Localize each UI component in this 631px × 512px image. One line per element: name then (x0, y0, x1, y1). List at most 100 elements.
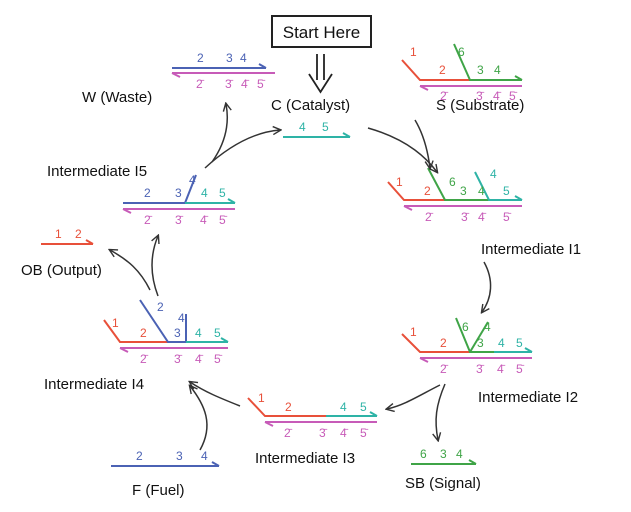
i3-comp-domain: 3̄ (319, 426, 328, 440)
species-output: 1 2 OB (Output) (21, 227, 102, 279)
i1-comp-domain: 5̄ (503, 210, 512, 224)
i5-domain: 5 (219, 186, 226, 200)
i2-domain: 3 (477, 336, 484, 350)
fuel-domain: 3 (176, 449, 183, 463)
output-label: OB (Output) (21, 262, 102, 279)
waste-label: W (Waste) (82, 89, 152, 106)
i5-comp-domain: 2̄ (144, 213, 153, 227)
substrate-comp-domain: 2̄ (440, 89, 449, 103)
i4-label: Intermediate I4 (44, 376, 144, 393)
start-double-arrow-icon (308, 54, 333, 94)
i1-domain: 6 (449, 175, 456, 189)
i2-comp-domain: 3̄ (476, 362, 485, 376)
i5-label: Intermediate I5 (47, 163, 147, 180)
i2-domain: 6 (462, 320, 469, 334)
i1-domain: 5 (503, 184, 510, 198)
species-intermediate-i1: 1 2 6 3 4 4 5 2̄ 3̄ 4̄ 5̄ Intermediate I… (387, 167, 581, 258)
i5-domain: 2 (144, 186, 151, 200)
waste-domain: 4 (240, 51, 247, 65)
waste-comp-domain: 5̄ (257, 77, 266, 91)
waste-comp-domain: 2̄ (196, 77, 205, 91)
i3-domain: 1 (258, 391, 265, 405)
i4-comp-domain: 3̄ (174, 352, 183, 366)
substrate-domain: 6 (458, 45, 465, 59)
i4-domain: 5 (214, 326, 221, 340)
i2-comp-domain: 5̄ (516, 362, 525, 376)
signal-label: SB (Signal) (405, 475, 481, 492)
i5-domain: 4 (201, 186, 208, 200)
i1-domain: 1 (396, 175, 403, 189)
signal-domain: 3 (440, 447, 447, 461)
start-here-box: Start Here (271, 15, 372, 48)
i4-domain: 4 (178, 311, 185, 325)
i1-comp-domain: 2̄ (425, 210, 434, 224)
i4-domain: 1 (112, 316, 119, 330)
substrate-label: S (Substrate) (436, 97, 524, 114)
i5-comp-domain: 3̄ (175, 213, 184, 227)
start-here-label: Start Here (283, 23, 360, 42)
species-waste: 2 3 4 2̄ 3̄ 4̄ 5̄ W (Waste) (82, 51, 275, 106)
arrow-waste-release (211, 104, 227, 163)
i3-domain: 5 (360, 400, 367, 414)
arrow-catalyst-to-i1 (367, 127, 437, 172)
arrow-substrate-in (414, 119, 430, 168)
catalyst-label: C (Catalyst) (271, 97, 350, 114)
i2-domain: 2 (440, 336, 447, 350)
i2-comp-domain: 4̄ (497, 362, 506, 376)
species-intermediate-i2: 1 2 6 4 3 4 5 2̄ 3̄ 4̄ 5̄ Intermediate I… (401, 317, 578, 406)
catalyst-strand: 4 5 (283, 120, 351, 138)
catalyst-domain: 5 (322, 120, 329, 134)
substrate-domain: 3 (477, 63, 484, 77)
i5-comp-domain: 5̄ (219, 213, 228, 227)
i4-comp-domain: 2̄ (140, 352, 149, 366)
i2-domain: 4 (498, 336, 505, 350)
substrate-domain: 4 (494, 63, 501, 77)
substrate-domain: 2 (439, 63, 446, 77)
arrow-output-release (110, 250, 151, 291)
i5-comp-domain: 4̄ (200, 213, 209, 227)
i3-comp-domain: 5̄ (360, 426, 369, 440)
i4-domain: 3 (174, 326, 181, 340)
i1-label: Intermediate I1 (481, 241, 581, 258)
species-intermediate-i3: 1 2 4 5 2̄ 3̄ 4̄ 5̄ Intermediate I3 (247, 391, 378, 467)
reaction-arrows (110, 104, 492, 451)
output-domain: 2 (75, 227, 82, 241)
i5-domain: 4 (189, 173, 196, 187)
i1-comp-domain: 3̄ (461, 210, 470, 224)
arrow-i2-to-i3 (387, 384, 441, 409)
substrate-comp-domain: 3̄ (476, 89, 485, 103)
signal-domain: 6 (420, 447, 427, 461)
waste-domain: 2 (197, 51, 204, 65)
arrow-i4-to-i5 (152, 236, 158, 297)
i3-label: Intermediate I3 (255, 450, 355, 467)
i2-label: Intermediate I2 (478, 389, 578, 406)
i4-comp-domain: 5̄ (214, 352, 223, 366)
waste-bottom-strand: 2̄ 3̄ 4̄ 5̄ (171, 72, 275, 91)
i2-comp-domain: 2̄ (440, 362, 449, 376)
species-substrate: 1 2 6 3 4 2̄ 3̄ 4̄ 5̄ S (Substrate) (401, 43, 524, 114)
i5-domain: 3 (175, 186, 182, 200)
i3-domain: 4 (340, 400, 347, 414)
arrow-fuel-in (190, 386, 208, 451)
arrow-i1-to-i2 (482, 261, 492, 312)
output-domain: 1 (55, 227, 62, 241)
species-signal: 6 3 4 SB (Signal) (405, 447, 481, 492)
waste-comp-domain: 4̄ (241, 77, 250, 91)
i3-comp-domain: 2̄ (284, 426, 293, 440)
species-intermediate-i4: 1 2 2 4 3 4 5 2̄ 3̄ 4̄ 5̄ Intermediate I… (44, 299, 229, 393)
waste-comp-domain: 3̄ (225, 77, 234, 91)
substrate-comp-domain: 4̄ (493, 89, 502, 103)
i2-domain: 1 (410, 325, 417, 339)
arrow-i5-to-catalyst (204, 130, 280, 169)
waste-top-strand: 2 3 4 (172, 51, 267, 69)
species-fuel: 2 3 4 F (Fuel) (111, 449, 220, 499)
waste-domain: 3 (226, 51, 233, 65)
i2-domain: 4 (484, 320, 491, 334)
i2-domain: 5 (516, 336, 523, 350)
i3-comp-domain: 4̄ (340, 426, 349, 440)
signal-domain: 4 (456, 447, 463, 461)
substrate-domain: 1 (410, 45, 417, 59)
i1-comp-domain: 4̄ (478, 210, 487, 224)
species-catalyst: C (Catalyst) 4 5 (271, 97, 351, 138)
